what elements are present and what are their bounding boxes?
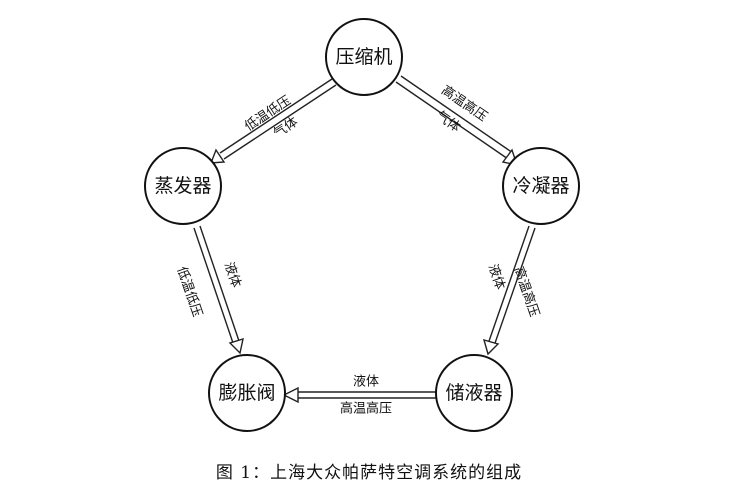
edge-label-condenser-receiver-2: 液体 [485,262,508,291]
node-label-evaporator: 蒸发器 [154,175,211,197]
edge-evaporator-to-valve: 低温低压 液体 [173,225,244,355]
edge-condenser-to-receiver: 高温高压 液体 [482,225,543,356]
node-expansion-valve: 膨胀阀 [208,354,286,432]
edge-label-receiver-valve-2: 高温高压 [340,401,392,417]
arrowhead [482,338,500,356]
edge-label-evaporator-valve-1: 低温低压 [173,265,204,319]
arrowhead [228,337,244,355]
node-label-expansion-valve: 膨胀阀 [218,382,275,404]
edge-compressor-to-evaporator: 低温低压 气体 [209,78,337,164]
edge-compressor-to-condenser: 高温高压 气体 [395,75,519,166]
edge-label-evaporator-valve-2: 液体 [221,260,244,289]
node-compressor: 压缩机 [325,18,403,96]
edge-label-receiver-valve-1: 液体 [353,375,379,390]
edge-receiver-to-valve: 液体 高温高压 [282,375,436,417]
edge-label-compressor-condenser-2: 气体 [433,108,464,136]
node-receiver: 储液器 [435,354,513,432]
node-label-compressor: 压缩机 [335,46,392,68]
arrowhead [209,148,226,164]
arrowhead [282,386,299,404]
node-label-condenser: 冷凝器 [512,175,569,197]
node-condenser: 冷凝器 [502,147,580,225]
node-label-receiver: 储液器 [445,382,502,404]
figure-caption: 图 1：上海大众帕萨特空调系统的组成 [215,463,523,483]
node-evaporator: 蒸发器 [144,147,222,225]
edge-label-condenser-receiver-1: 高温高压 [510,265,542,319]
